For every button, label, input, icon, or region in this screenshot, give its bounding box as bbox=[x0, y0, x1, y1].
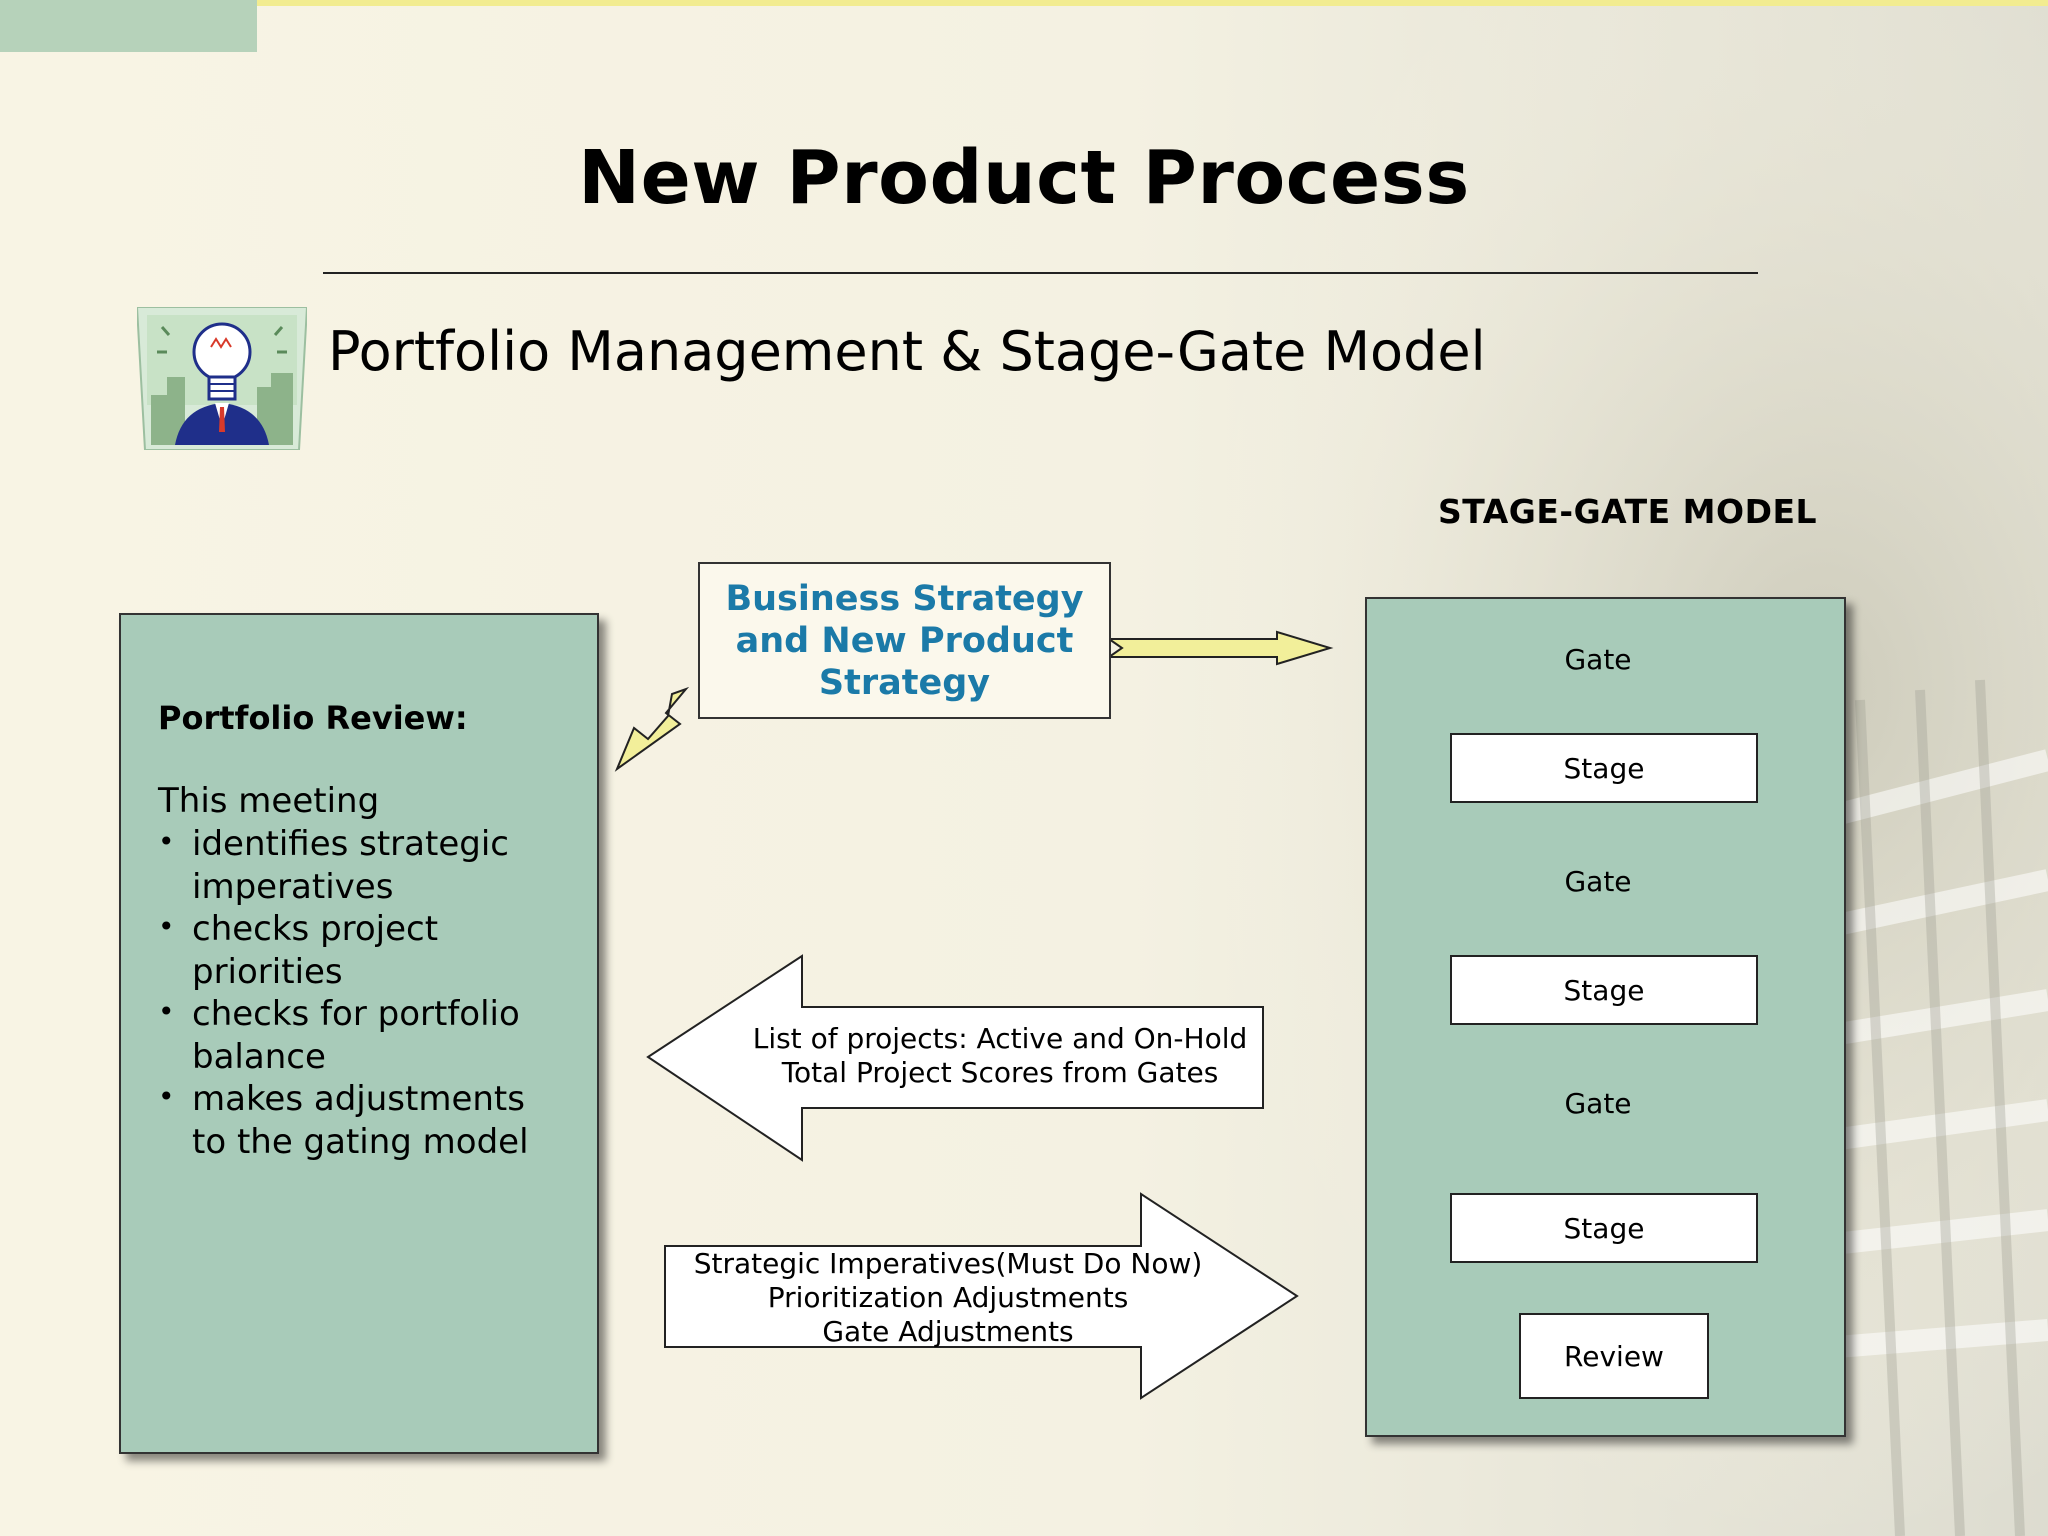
stage-box-3: Stage bbox=[1450, 1193, 1758, 1263]
stage-gate-model-label: STAGE-GATE MODEL bbox=[1438, 492, 1818, 531]
business-strategy-text: Business Strategy and New Product Strate… bbox=[725, 578, 1084, 703]
stage-label-1: Stage bbox=[1563, 751, 1645, 785]
imperatives-arrow-label: Strategic Imperatives(Must Do Now) Prior… bbox=[690, 1247, 1206, 1349]
stage-label-2: Stage bbox=[1563, 973, 1645, 1007]
top-accent-bar bbox=[205, 0, 2048, 6]
gate-label-3: Gate bbox=[1564, 1087, 1632, 1120]
projects-arrow-label: List of projects: Active and On-Hold Tot… bbox=[745, 1022, 1255, 1090]
title-divider bbox=[323, 272, 1758, 274]
projects-arrow-line-1: List of projects: Active and On-Hold bbox=[752, 1022, 1248, 1055]
projects-arrow-line-2: Total Project Scores from Gates bbox=[781, 1056, 1219, 1089]
imperatives-arrow-line-2: Prioritization Adjustments bbox=[767, 1281, 1129, 1314]
review-label: Review bbox=[1564, 1339, 1664, 1373]
review-box: Review bbox=[1519, 1313, 1709, 1399]
top-accent-tab bbox=[0, 0, 257, 52]
stage-box-2: Stage bbox=[1450, 955, 1758, 1025]
business-strategy-box: Business Strategy and New Product Strate… bbox=[698, 562, 1111, 719]
list-item: checks project priorities bbox=[158, 906, 562, 993]
stage-box-1: Stage bbox=[1450, 733, 1758, 803]
stage-gate-panel: Gate Stage Gate Stage Gate Stage Review bbox=[1365, 597, 1846, 1437]
portfolio-intro: This meeting bbox=[158, 781, 380, 821]
slide-title: New Product Process bbox=[578, 135, 1470, 221]
slide-subtitle: Portfolio Management & Stage-Gate Model bbox=[328, 320, 1486, 383]
lightbulb-head-businessman-icon bbox=[137, 307, 307, 450]
imperatives-arrow-line-1: Strategic Imperatives(Must Do Now) bbox=[693, 1247, 1203, 1280]
list-item: checks for portfolio balance bbox=[158, 991, 562, 1078]
portfolio-review-panel: Portfolio Review: This meeting identifie… bbox=[119, 613, 599, 1454]
list-item: identifies strategic imperatives bbox=[158, 821, 562, 908]
list-item: makes adjustments to the gating model bbox=[158, 1076, 562, 1163]
gate-label-2: Gate bbox=[1564, 865, 1632, 898]
gate-label-1: Gate bbox=[1564, 643, 1632, 676]
portfolio-heading: Portfolio Review: bbox=[158, 699, 468, 737]
imperatives-arrow-line-3: Gate Adjustments bbox=[822, 1315, 1074, 1348]
portfolio-bullet-list: identifies strategic imperatives checks … bbox=[158, 821, 562, 1163]
stage-label-3: Stage bbox=[1563, 1211, 1645, 1245]
